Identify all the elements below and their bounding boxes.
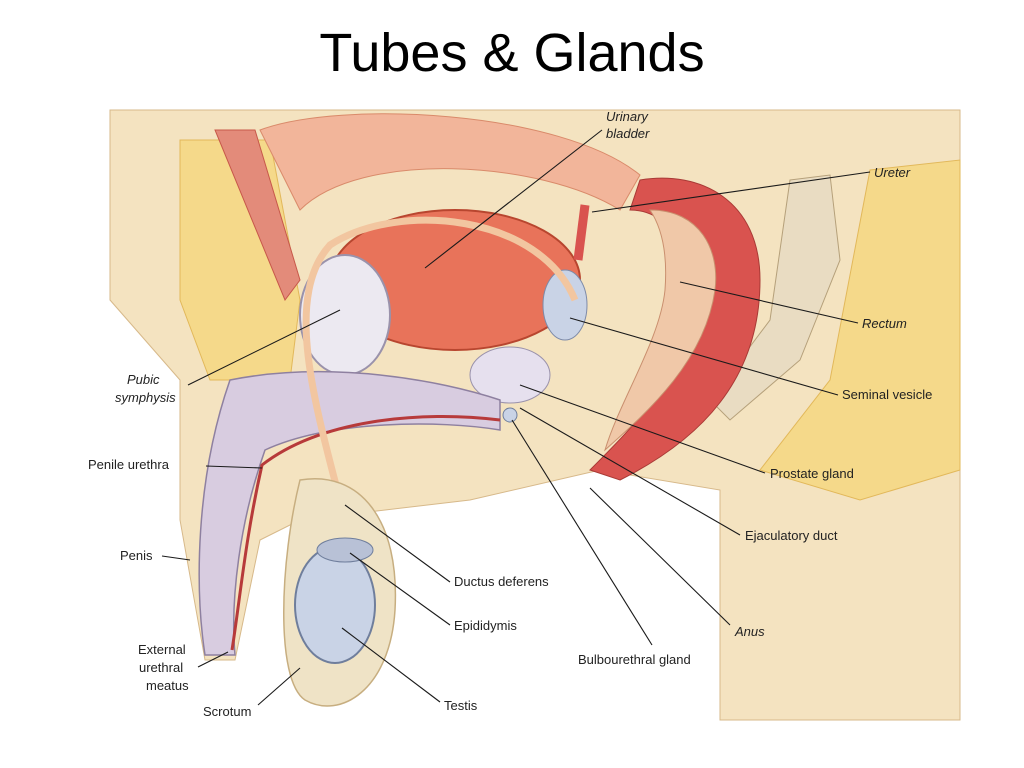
- leader-ureter: [591, 171, 871, 213]
- leader-penis: [161, 555, 191, 561]
- label-epididymis: Epididymis: [454, 618, 517, 633]
- leader-urinary-bladder: [424, 129, 603, 269]
- leader-seminal-vesicle: [569, 317, 839, 396]
- label-penile-urethra: Penile urethra: [88, 457, 170, 472]
- label-ductus-deferens: Ductus deferens: [454, 574, 549, 589]
- leader-testis: [341, 627, 441, 703]
- label-testis: Testis: [444, 698, 478, 713]
- label-scrotum: Scrotum: [203, 704, 251, 719]
- slide-title: Tubes & Glands: [319, 23, 705, 83]
- leader-prostate-gland: [519, 384, 766, 474]
- label-rectum: Rectum: [862, 316, 907, 331]
- label-anus: Anus: [734, 624, 765, 639]
- bulbourethral-shape: [502, 407, 518, 423]
- label-penis: Penis: [120, 548, 153, 563]
- label-urinary-bladder-2: bladder: [606, 126, 650, 141]
- label-pubic-symphysis-1: Pubic: [127, 372, 160, 387]
- leader-rectum: [679, 281, 859, 324]
- leader-lines: [161, 129, 871, 706]
- leader-anus: [589, 487, 731, 626]
- leader-external-urethral-meatus: [197, 651, 229, 668]
- peritoneum: [259, 113, 641, 211]
- label-seminal-vesicle: Seminal vesicle: [842, 387, 932, 402]
- leader-epididymis: [349, 552, 451, 626]
- label-urinary-bladder-1: Urinary: [606, 109, 649, 124]
- seminal-vesicle-shape: [542, 269, 588, 341]
- label-ejaculatory-duct: Ejaculatory duct: [745, 528, 838, 543]
- label-external-urethral-meatus-2: urethral: [139, 660, 183, 675]
- testis-shape: [294, 546, 376, 664]
- label-external-urethral-meatus-3: meatus: [146, 678, 189, 693]
- label-pubic-symphysis-2: symphysis: [115, 390, 176, 405]
- penile-urethra-tube: [230, 414, 501, 651]
- leader-ductus-deferens: [344, 504, 451, 583]
- abdominal-muscle: [214, 129, 301, 302]
- label-bulbourethral-gland: Bulbourethral gland: [578, 652, 691, 667]
- leader-bulbourethral-gland: [511, 419, 653, 646]
- leader-pubic-symphysis: [187, 309, 341, 386]
- leader-scrotum: [257, 667, 301, 706]
- label-external-urethral-meatus-1: External: [138, 642, 186, 657]
- rectum-lumen: [604, 209, 717, 452]
- label-prostate-gland: Prostate gland: [770, 466, 854, 481]
- penis-shaft: [198, 370, 501, 656]
- epididymis-shape: [316, 537, 374, 563]
- ureter-tube: [573, 204, 590, 261]
- leader-ejaculatory-duct: [519, 407, 741, 536]
- back-fat: [759, 159, 961, 501]
- leader-penile-urethra: [205, 465, 263, 469]
- labels: Urinary bladder Ureter Rectum Seminal ve…: [88, 109, 932, 719]
- ductus-deferens-tube: [302, 216, 579, 521]
- label-ureter: Ureter: [874, 165, 911, 180]
